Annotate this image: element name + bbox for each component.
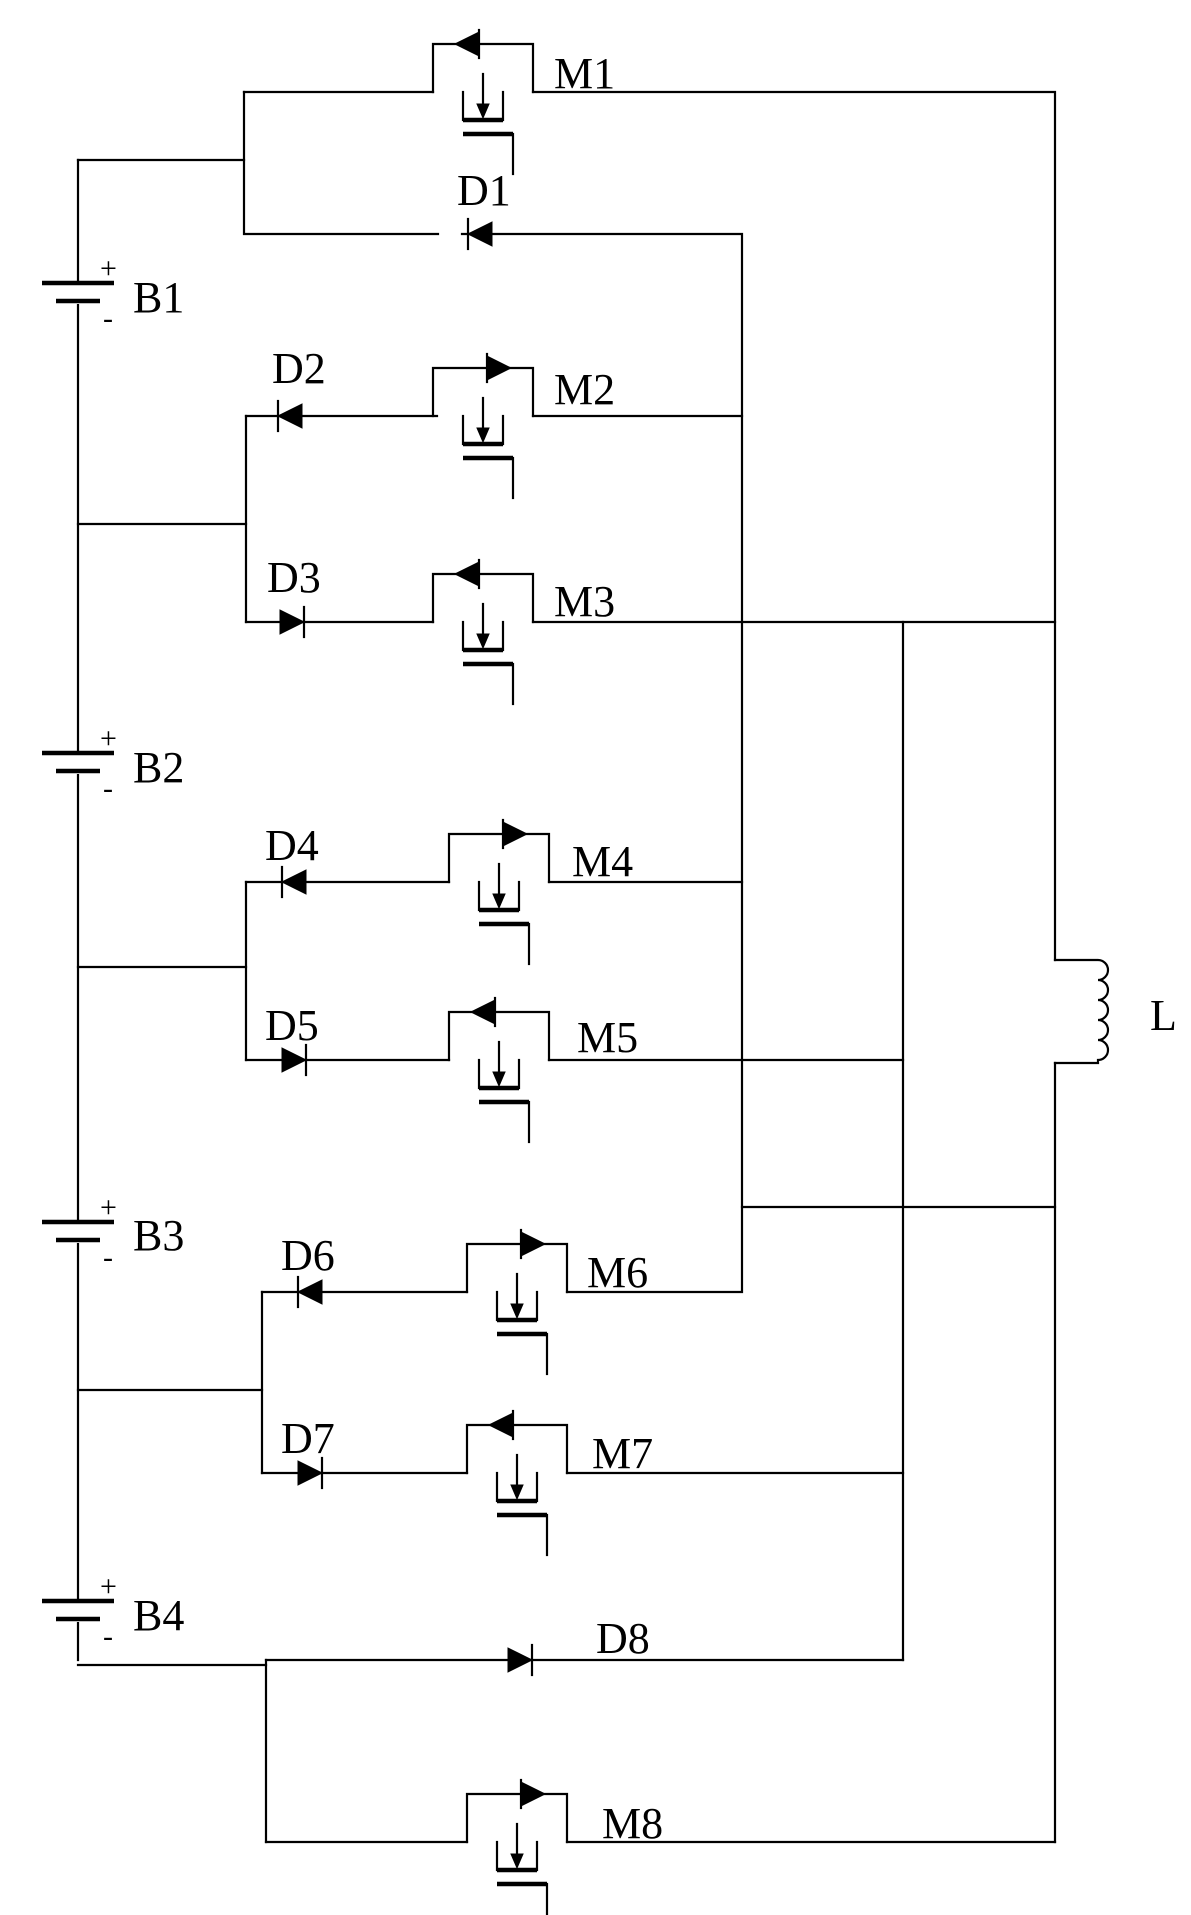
inductor-label: L <box>1150 991 1177 1040</box>
mosfet-m6: M6 <box>467 1230 648 1374</box>
mosfet-m1-label: M1 <box>554 49 615 98</box>
mosfet-m5: M5 <box>449 998 638 1142</box>
battery-b4-minus: - <box>103 1620 113 1653</box>
mosfet-m7-label: M7 <box>592 1429 653 1478</box>
mosfet-m2: M2 <box>433 354 615 498</box>
battery-b2-label: B2 <box>133 743 184 792</box>
battery-b1-minus: - <box>103 302 113 335</box>
battery-b1-plus: + <box>100 252 117 285</box>
diode-d8-label: D8 <box>596 1614 650 1663</box>
diode-d6-label: D6 <box>281 1231 335 1280</box>
wires <box>76 90 1057 1844</box>
battery-b4-label: B4 <box>133 1591 184 1640</box>
mosfet-m6-label: M6 <box>587 1248 648 1297</box>
diode-d2-label: D2 <box>272 344 326 393</box>
battery-b2: + - B2 <box>42 722 184 805</box>
mosfet-m8-label: M8 <box>602 1799 663 1848</box>
diode-d3: D3 <box>267 553 321 639</box>
diode-d4-label: D4 <box>265 821 319 870</box>
battery-b3: + - B3 <box>42 1191 184 1274</box>
battery-b1-label: B1 <box>133 273 184 322</box>
mosfet-m8: M8 <box>467 1780 663 1915</box>
battery-b2-minus: - <box>103 772 113 805</box>
mosfet-m3-label: M3 <box>554 577 615 626</box>
battery-b4: + - B4 <box>42 1570 184 1653</box>
mosfet-m3: M3 <box>433 560 615 704</box>
mosfet-m4-label: M4 <box>572 837 633 886</box>
battery-b1: + - B1 <box>42 252 184 335</box>
diode-d4: D4 <box>265 821 319 899</box>
battery-b3-minus: - <box>103 1241 113 1274</box>
diode-d7: D7 <box>281 1414 335 1490</box>
battery-b2-plus: + <box>100 722 117 755</box>
diode-d3-label: D3 <box>267 553 321 602</box>
mosfet-m7: M7 <box>467 1411 653 1555</box>
diode-d1: D1 <box>457 166 511 251</box>
inductor-l: L <box>1053 958 1177 1065</box>
battery-b4-plus: + <box>100 1570 117 1603</box>
diode-d5: D5 <box>265 1001 319 1077</box>
diode-d2: D2 <box>272 344 326 433</box>
mosfet-m2-label: M2 <box>554 365 615 414</box>
diode-d8: D8 <box>506 1614 650 1677</box>
diode-d1-label: D1 <box>457 166 511 215</box>
mosfet-m1: M1 <box>433 30 615 174</box>
battery-b3-plus: + <box>100 1191 117 1224</box>
diode-d6: D6 <box>281 1231 335 1309</box>
battery-b3-label: B3 <box>133 1211 184 1260</box>
diode-d5-label: D5 <box>265 1001 319 1050</box>
mosfet-m5-label: M5 <box>577 1013 638 1062</box>
mosfet-m4: M4 <box>449 820 633 964</box>
diode-d7-label: D7 <box>281 1414 335 1463</box>
